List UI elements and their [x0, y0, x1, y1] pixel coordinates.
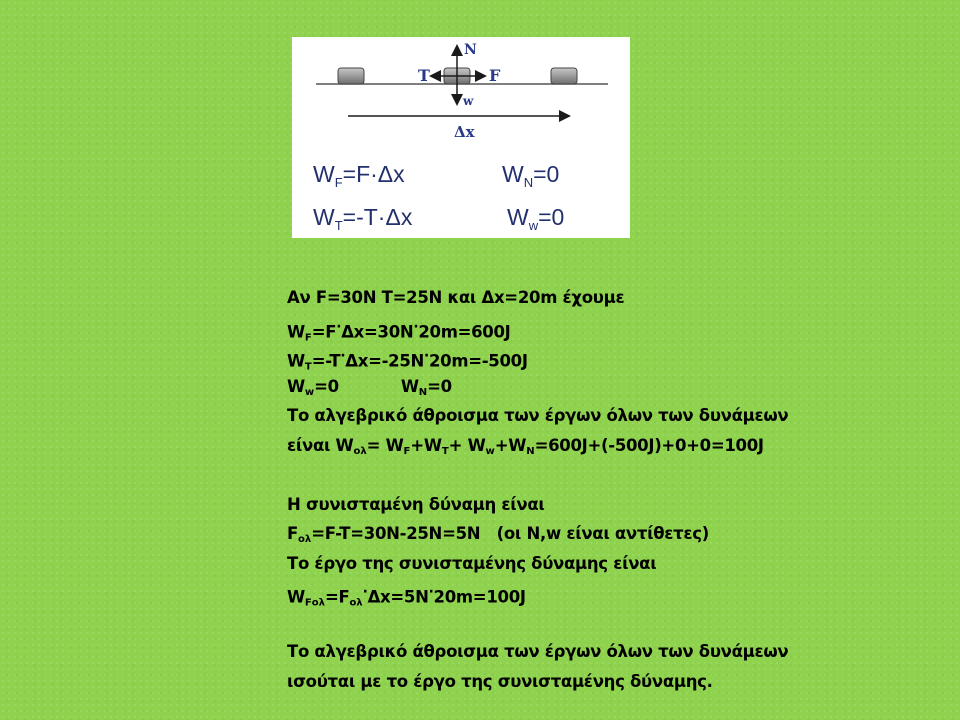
block-start	[337, 67, 365, 85]
force-diagram: N T F w Δx	[316, 42, 608, 141]
text-line-resultant-intro: Η συνισταμένη δύναμη είναι	[287, 494, 545, 514]
text-line-work-t: WT=-T·Δx=-25N·20m=-500J	[287, 348, 528, 373]
text-line-conclusion-2: ισούται με το έργο της συνισταμένης δύνα…	[287, 671, 713, 691]
block-end	[550, 67, 578, 85]
spacer	[287, 608, 788, 638]
spacer	[287, 460, 788, 490]
equation-work-t: WT=-T·Δx	[313, 204, 413, 233]
text-line-sum-total: είναι Wολ= WF+WT+ Ww+WN=600J+(-500J)+0+0…	[287, 435, 764, 457]
text-line-work-f: WF=F·Δx=30N·20m=600J	[287, 318, 511, 344]
text-line-sum-intro: Το αλγεβρικό άθροισμα των έργων όλων των…	[287, 406, 789, 425]
tension-label: T	[418, 66, 430, 85]
text-line-resultant-work-intro: Το έργο της συνισταμένης δύναμης είναι	[287, 553, 657, 573]
text-line-resultant-force: Fολ=F-T=30N-25N=5N (οι N,w είναι αντίθετ…	[287, 524, 709, 545]
equation-work-f: WF=F·Δx	[313, 161, 405, 190]
force-label: F	[489, 66, 501, 85]
equation-work-w: Ww=0	[507, 204, 565, 233]
text-line-given: Αν F=30N T=25N και Δx=20m έχουμε	[287, 288, 625, 307]
text-line-resultant-work: WFολ=Fολ·Δx=5N·20m=100J	[287, 584, 526, 609]
explanation-text: Αν F=30N T=25N και Δx=20m έχουμε WF=F·Δx…	[287, 283, 789, 696]
normal-label: N	[464, 42, 477, 58]
equation-work-n: WN=0	[502, 161, 560, 190]
weight-label: w	[462, 94, 474, 108]
text-line-conclusion-1: Το αλγεβρικό άθροισμα των έργων όλων των…	[287, 642, 789, 661]
figure-panel: N T F w Δx WF=F·Δx WN=0 WT=-T·Δx Ww=0	[292, 37, 630, 238]
displacement-label: Δx	[454, 123, 476, 141]
